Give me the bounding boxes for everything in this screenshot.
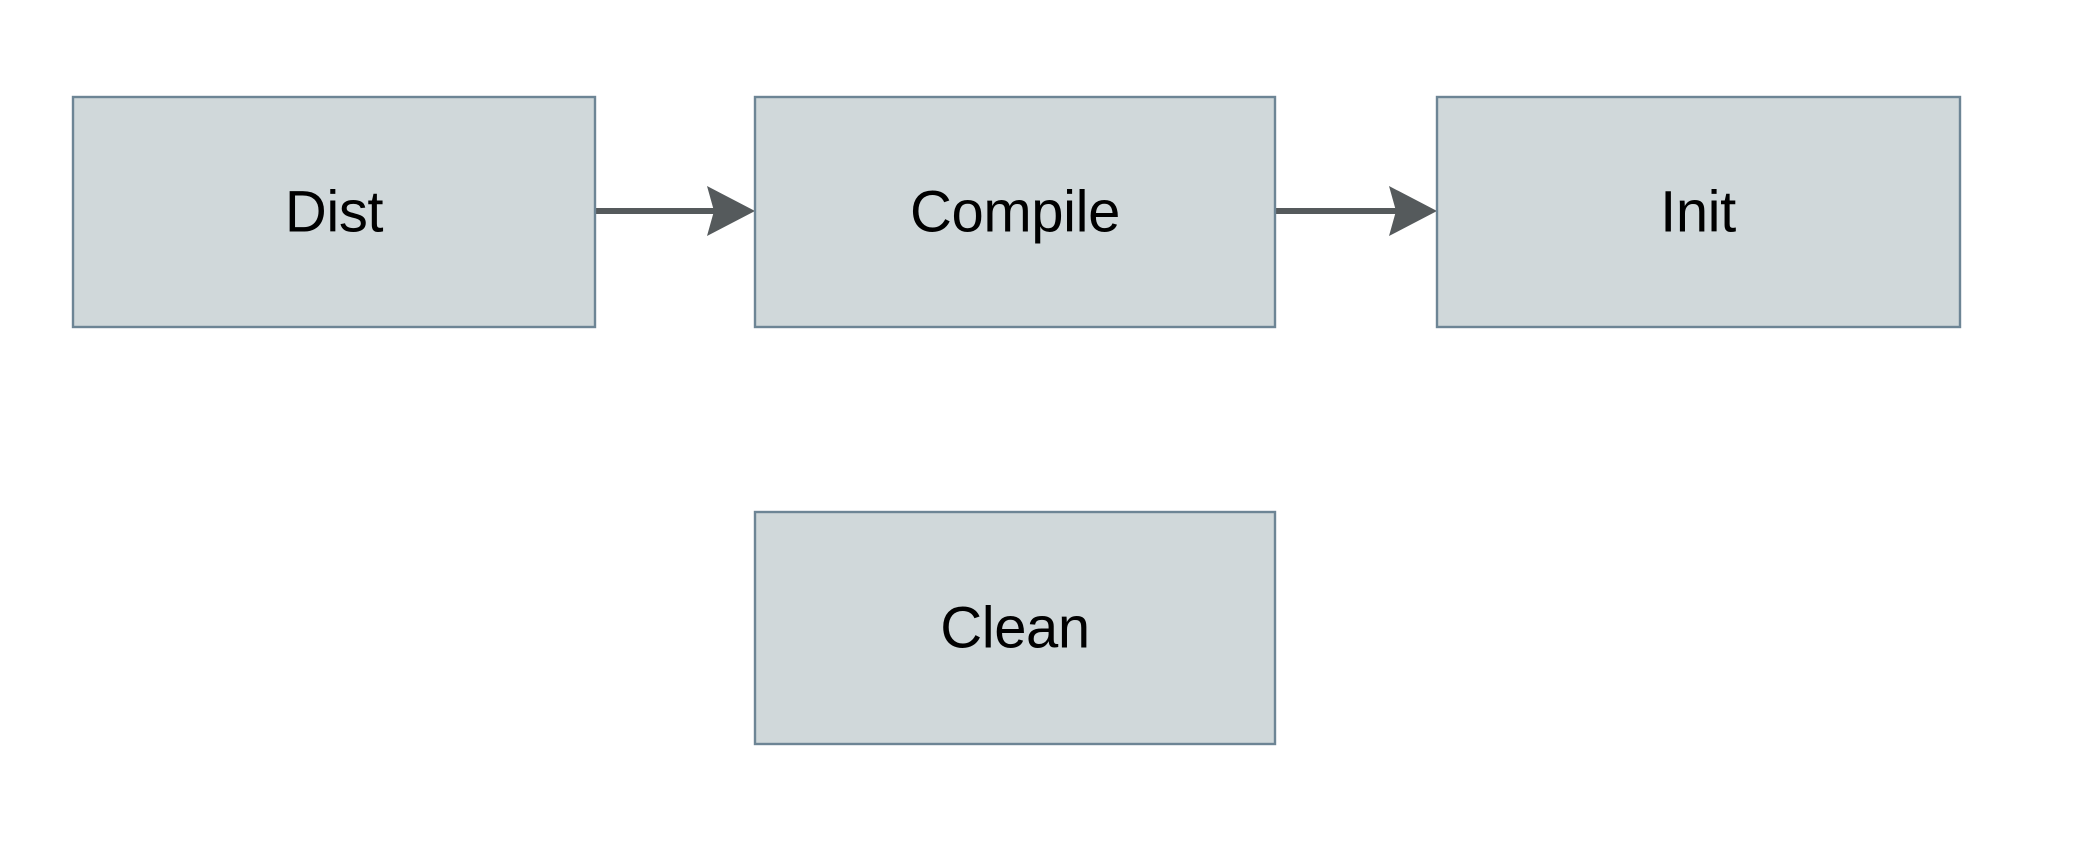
edge-hit-area[interactable] xyxy=(1275,191,1437,231)
node-label: Init xyxy=(1660,179,1736,244)
node-box[interactable] xyxy=(753,95,1277,329)
edge-hit-area[interactable] xyxy=(595,191,755,231)
node-box[interactable] xyxy=(753,510,1277,746)
node-label: Dist xyxy=(285,179,384,244)
node-box[interactable] xyxy=(1435,95,1962,329)
node-dist[interactable]: Dist xyxy=(71,95,597,329)
node-compile[interactable]: Compile xyxy=(753,95,1277,329)
arrowhead-icon xyxy=(707,186,755,236)
edge-layer xyxy=(595,186,1437,236)
node-clean[interactable]: Clean xyxy=(753,510,1277,746)
node-init[interactable]: Init xyxy=(1435,95,1962,329)
node-label: Clean xyxy=(940,595,1090,660)
edge-dist-to-compile[interactable] xyxy=(595,186,755,236)
node-label: Compile xyxy=(910,179,1120,244)
node-box[interactable] xyxy=(71,95,597,329)
node-layer: Dist Compile Init Clean xyxy=(71,95,1962,746)
edge-compile-to-init[interactable] xyxy=(1275,186,1437,236)
arrowhead-icon xyxy=(1389,186,1437,236)
